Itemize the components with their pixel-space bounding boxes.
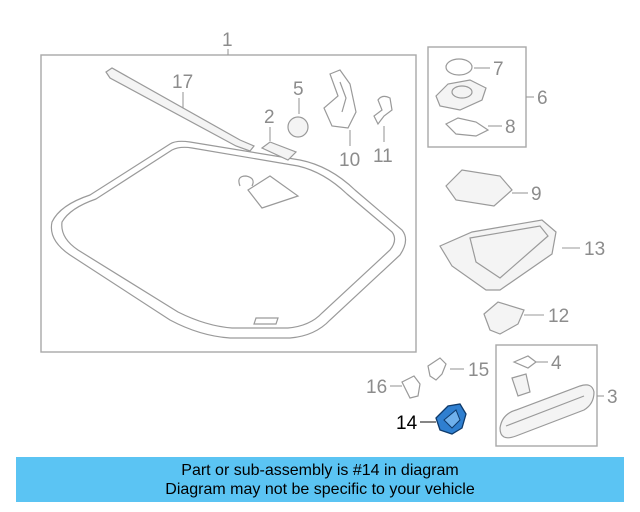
callout-3: 3 (607, 387, 618, 408)
parts-diagram: 1 17 2 5 10 11 6 7 (40, 30, 618, 447)
part-info-banner: Part or sub-assembly is #14 in diagram D… (16, 457, 624, 502)
callout-7: 7 (493, 59, 504, 80)
part-16-clip[interactable] (401, 375, 421, 399)
part-11-clip[interactable] (373, 95, 393, 126)
callout-12: 12 (548, 306, 569, 327)
callout-9: 9 (531, 184, 542, 205)
part-4-clip[interactable] (512, 355, 537, 369)
banner-line-2: Diagram may not be specific to your vehi… (165, 480, 475, 498)
part-7-gasket[interactable] (445, 58, 473, 76)
rearview-mirror[interactable] (499, 373, 595, 439)
callout-15: 15 (468, 360, 489, 381)
callout-11: 11 (373, 146, 393, 167)
part-17-moulding[interactable] (105, 67, 255, 152)
callout-4: 4 (551, 353, 562, 374)
part-9-cover[interactable] (445, 169, 513, 207)
callout-1: 1 (222, 30, 233, 51)
callout-16: 16 (366, 377, 387, 398)
part-5-pad[interactable] (287, 116, 309, 138)
part-1-windshield[interactable] (50, 140, 407, 339)
callout-10: 10 (339, 150, 360, 171)
callout-2: 2 (264, 107, 275, 128)
part-8-bracket[interactable] (444, 117, 490, 137)
callout-13: 13 (584, 239, 605, 260)
part-14-highlighted[interactable] (435, 403, 467, 435)
banner-line-1: Part or sub-assembly is #14 in diagram (181, 461, 459, 479)
part-2-bracket[interactable] (260, 141, 298, 161)
callout-5: 5 (293, 79, 304, 100)
windshield-group-frame (40, 54, 417, 353)
part-12-clip[interactable] (483, 301, 525, 335)
part-15-clip[interactable] (427, 357, 447, 381)
part-13-cover[interactable] (439, 219, 557, 291)
callout-8: 8 (505, 117, 516, 138)
callout-6: 6 (537, 88, 548, 109)
callout-14: 14 (396, 413, 418, 434)
group-6-sensor[interactable] (435, 79, 487, 111)
part-10-bracket[interactable] (323, 69, 357, 129)
callout-17: 17 (172, 72, 193, 93)
